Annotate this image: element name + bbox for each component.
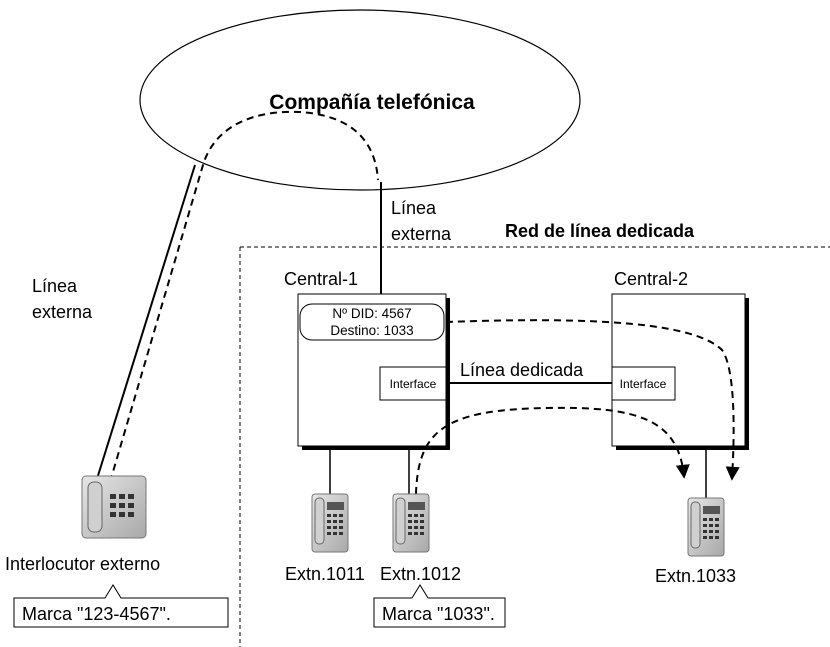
external-party-callout <box>13 584 229 628</box>
pbx2-label: Central-2 <box>614 269 688 289</box>
pbx2-interface-label: Interface <box>620 377 667 391</box>
ext1011-label: Extn.1011 <box>285 564 365 584</box>
telephone-company-cloud <box>139 9 581 191</box>
ext1012-callout-text: Marca "1033". <box>382 604 495 624</box>
ext1012-label: Extn.1012 <box>380 564 461 584</box>
top-line-label-1: Línea <box>391 198 437 218</box>
pbx2-interface-box <box>611 366 676 401</box>
multiline-phone-icon <box>687 497 725 557</box>
pbx1-interface-label: Interface <box>390 377 437 391</box>
did-number-label: Nº DID: 4567 <box>332 306 411 321</box>
top-line-label-2: externa <box>391 224 452 244</box>
multiline-phone-icon <box>392 493 430 553</box>
did-settings-box <box>299 303 445 341</box>
dedicated-line-label: Línea dedicada <box>460 360 584 380</box>
left-external-line <box>95 164 196 483</box>
left-line-label-2: externa <box>32 302 93 322</box>
pbx1-label: Central-1 <box>284 269 358 289</box>
ext1033-label: Extn.1033 <box>655 566 736 586</box>
left-line-label-1: Línea <box>32 276 78 296</box>
external-party-label: Interlocutor externo <box>5 554 160 574</box>
pbx1-interface-box <box>379 366 447 401</box>
ext1012-callout <box>373 584 506 628</box>
left-call-path <box>109 110 379 483</box>
dedicated-network-boundary <box>239 246 830 647</box>
desk-phone-icon <box>81 475 147 539</box>
destination-label: Destino: 1033 <box>330 323 413 338</box>
telephone-company-label: Compañía telefónica <box>269 91 475 114</box>
dedicated-network-label: Red de línea dedicada <box>505 221 695 241</box>
multiline-phone-icon <box>311 493 349 553</box>
did-routing-path <box>445 319 740 481</box>
external-party-callout-text: Marca "123-4567". <box>22 604 171 624</box>
